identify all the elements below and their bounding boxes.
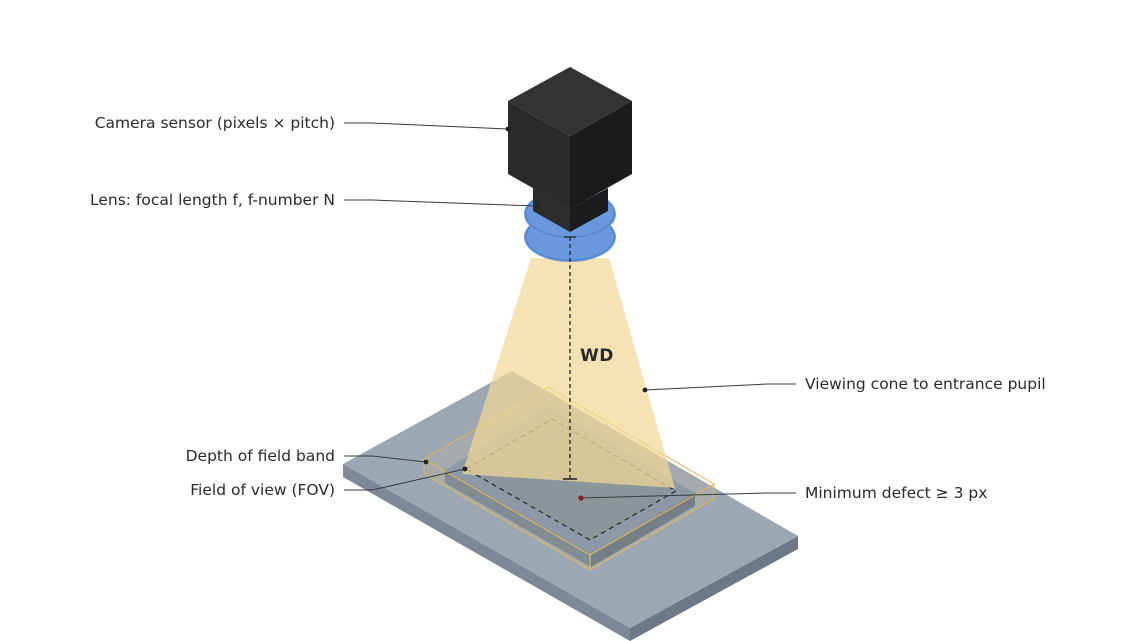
working-distance-label: WD: [580, 346, 614, 366]
leader-lens: [344, 199, 538, 207]
anchor-dot-fov: [462, 466, 468, 472]
defect-dot: [578, 495, 584, 501]
leader-viewing-cone: [644, 383, 796, 391]
leader-depth-of-field: [344, 455, 427, 463]
leader-camera-sensor: [344, 122, 509, 130]
viewing-cone: [462, 258, 675, 488]
camera-body: [508, 67, 632, 209]
label-depth-of-field: Depth of field band: [185, 447, 335, 465]
anchor-dot-lens: [534, 203, 540, 209]
label-lens: Lens: focal length f, f-number N: [89, 191, 335, 209]
leader-field-of-view: [344, 468, 466, 491]
anchor-dot-dof: [423, 459, 429, 465]
label-camera-sensor: Camera sensor (pixels × pitch): [94, 114, 335, 132]
anchor-dot-cone: [642, 387, 648, 393]
label-viewing-cone: Viewing cone to entrance pupil: [805, 375, 1046, 393]
label-field-of-view: Field of view (FOV): [190, 481, 335, 499]
leader-minimum-defect: [580, 492, 796, 499]
label-minimum-defect: Minimum defect ≥ 3 px: [805, 484, 988, 502]
working-distance-line: [563, 236, 577, 480]
anchor-dot-camera: [505, 126, 511, 132]
